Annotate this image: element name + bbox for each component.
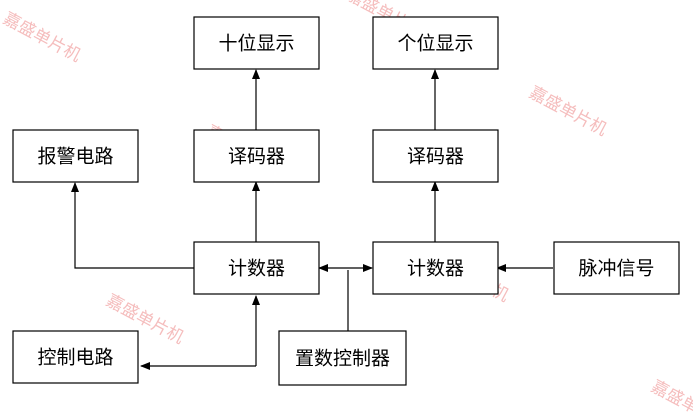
node-label: 报警电路 — [37, 146, 113, 168]
node-label: 译码器 — [228, 146, 285, 168]
watermark-text: 嘉盛单片机 — [526, 83, 610, 141]
watermark-text: 嘉盛单片机 — [0, 9, 84, 67]
node-preset-controller: 置数控制器 — [278, 330, 407, 386]
node-box — [193, 129, 320, 183]
node-label: 计数器 — [407, 258, 464, 280]
node-box — [12, 330, 139, 384]
node-control-circuit: 控制电路 — [12, 330, 139, 384]
watermark-text: 嘉盛单片机 — [648, 377, 693, 416]
node-pulse-signal: 脉冲信号 — [553, 241, 680, 295]
node-label: 控制电路 — [37, 347, 113, 369]
node-label: 个位显示 — [397, 33, 473, 55]
node-box — [12, 129, 139, 183]
edge-counter-to-alarm — [71, 182, 194, 269]
node-box — [193, 241, 320, 295]
node-decoder-tens: 译码器 — [193, 129, 320, 183]
node-counter-tens: 计数器 — [193, 241, 320, 295]
node-box — [372, 129, 499, 183]
node-label: 十位显示 — [218, 33, 294, 55]
node-box — [372, 241, 499, 295]
node-label: 译码器 — [407, 146, 464, 168]
node-ones-display: 个位显示 — [372, 16, 499, 70]
node-label: 置数控制器 — [295, 348, 390, 370]
node-alarm-circuit: 报警电路 — [12, 129, 139, 183]
node-label: 脉冲信号 — [578, 258, 654, 280]
node-label: 计数器 — [228, 258, 285, 280]
node-decoder-ones: 译码器 — [372, 129, 499, 183]
node-box — [553, 241, 680, 295]
edges — [71, 69, 553, 370]
node-counter-ones: 计数器 — [372, 241, 499, 295]
node-box — [193, 16, 320, 70]
node-tens-display: 十位显示 — [193, 16, 320, 70]
node-box — [372, 16, 499, 70]
node-box — [278, 330, 407, 386]
